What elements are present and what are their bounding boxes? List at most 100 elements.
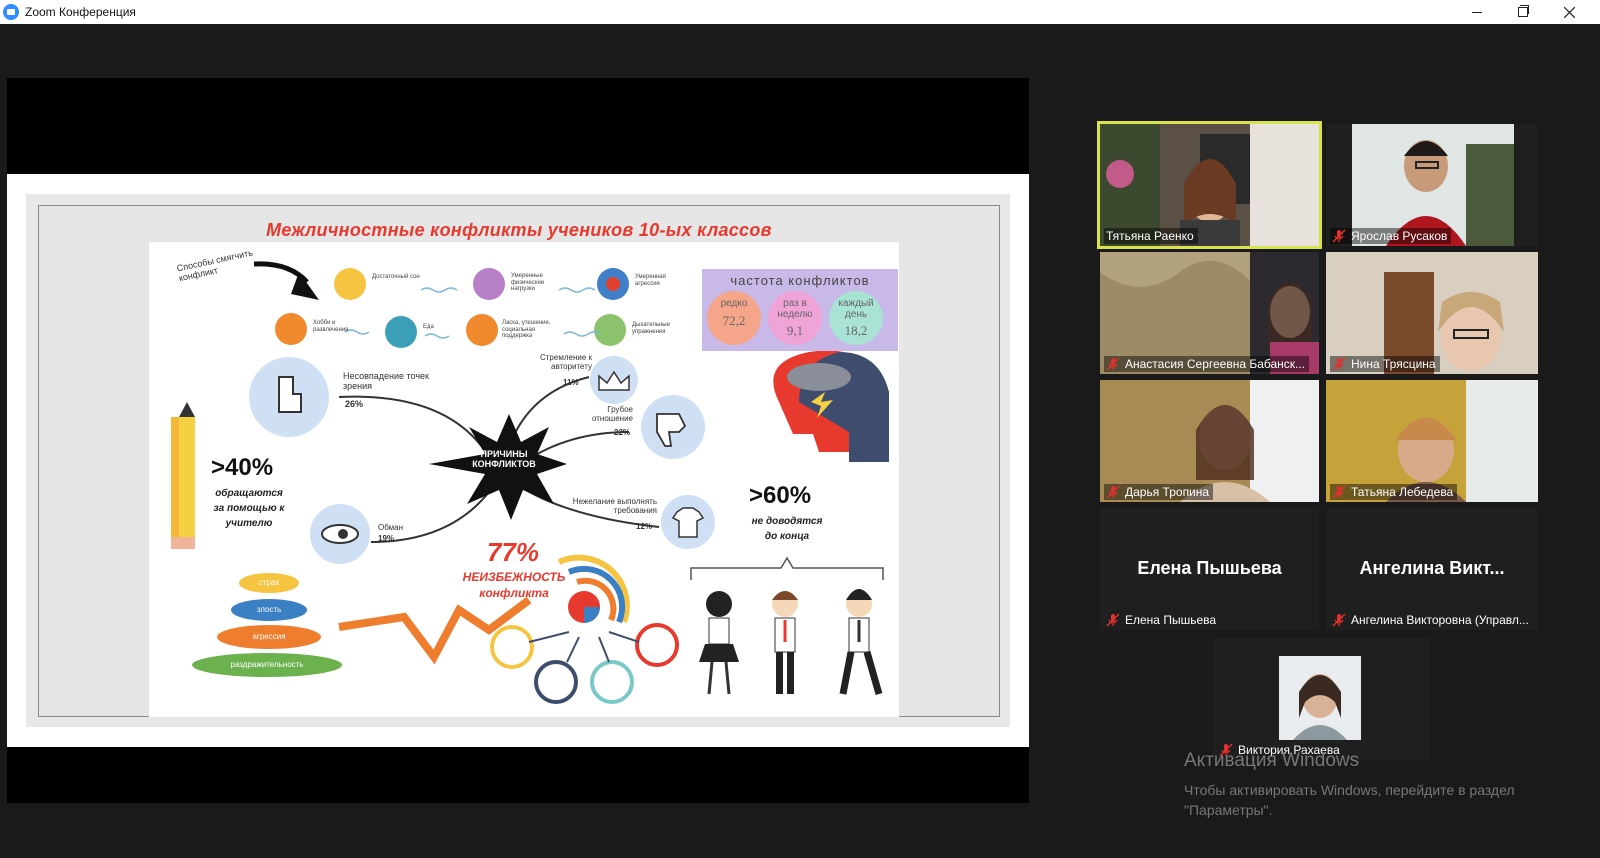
zigzag-line [338, 596, 532, 665]
cause-label: Стремление к авторитету [539, 353, 592, 371]
participant-tile[interactable]: Виктория Рахаева [1213, 638, 1429, 760]
frequency-value: 72,2 [722, 312, 746, 328]
participant-name: Татьяна Лебедева [1351, 485, 1454, 499]
food-icon [385, 316, 417, 348]
sleep-icon [334, 268, 366, 300]
restore-button[interactable] [1500, 0, 1546, 24]
frequency-title: частота конфликтов [730, 273, 870, 288]
participant-name: Тятьяна Раенко [1106, 229, 1194, 243]
video-feed [1100, 252, 1319, 374]
stat-right-caption: не доводятся до конца [751, 516, 823, 542]
stat-right-value: >60% [749, 482, 812, 509]
cause-pct: 19% [378, 534, 395, 543]
stat-center-value: 77% [487, 537, 540, 567]
video-feed [1100, 124, 1319, 246]
infographic: Способы смягчить конфликт Достаточный со… [149, 242, 899, 717]
emotion-fear [239, 573, 299, 593]
breathing-icon [594, 314, 626, 346]
students-illustration [699, 589, 883, 695]
video-feed [1100, 380, 1319, 502]
mic-muted-icon [1332, 613, 1346, 627]
ring-icon [534, 660, 578, 704]
frequency-label: редко [720, 298, 748, 309]
frequency-value: 9,1 [786, 323, 804, 338]
frequency-value: 18,2 [844, 323, 868, 338]
participant-tile[interactable]: Ярослав Русаков [1326, 124, 1538, 246]
participant-display-name: Елена Пышьева [1137, 558, 1282, 578]
ring-icon [635, 623, 679, 667]
windows-activation-title: Активация Windows [1184, 750, 1360, 771]
participant-display-name: Ангелина Викт... [1359, 558, 1505, 578]
participant-tile[interactable]: Ангелина Викт... Ангелина Викторовна (Уп… [1326, 508, 1538, 630]
video-feed [1352, 124, 1514, 246]
participant-tile[interactable]: Дарья Тропина [1100, 380, 1319, 502]
infographic-graphics [171, 261, 889, 704]
way-label: Хобби и развлечения [313, 320, 349, 333]
cause-label: Нежелание выполнять требования [572, 497, 657, 515]
frequency-item: раз в неделю 9,1 [768, 291, 822, 345]
slide-title: Межличностные конфликты учеников 10-ых к… [266, 220, 772, 240]
emotion-irritability [192, 653, 342, 677]
participant-name: Елена Пышьева [1125, 613, 1217, 627]
participant-name: Виктория Рахаева [1238, 743, 1340, 757]
way-label: Ласка, утешение, социальная поддержка [502, 320, 551, 340]
mic-muted-icon [1332, 357, 1346, 371]
stat-left-caption: обращаются за помощью к учителю [213, 488, 285, 529]
mic-muted-icon [1219, 743, 1233, 757]
participant-tile[interactable]: Нина Трясцина [1326, 252, 1538, 374]
active-speaker-highlight [1097, 121, 1322, 249]
stat-left-value: >40% [211, 454, 274, 481]
stat-center-caption: НЕИЗБЕЖНОСТЬ конфликта [462, 570, 566, 600]
emotion-aggression [217, 625, 321, 649]
emotion-label: страх [258, 578, 280, 587]
participant-tile[interactable]: Татьяна Лебедева [1326, 380, 1538, 502]
mic-muted-icon [1106, 485, 1120, 499]
close-icon [1563, 6, 1575, 18]
video-feed [1326, 252, 1538, 374]
participant-name: Ангелина Викторовна (Управл... [1351, 613, 1529, 627]
frequency-panel: частота конфликтов редко 72,2 раз в неде… [702, 269, 898, 351]
hobby-icon [275, 313, 307, 345]
participant-tile[interactable]: Елена Пышьева Елена Пышьева [1100, 508, 1319, 630]
slide-frame: Межличностные конфликты учеников 10-ых к… [38, 205, 1000, 717]
video-feed [1326, 380, 1538, 502]
ring-icon [590, 660, 634, 704]
cause-label: Обман [378, 523, 403, 532]
window-title: Zoom Конференция [25, 5, 136, 19]
frequency-label: каждый день [838, 298, 874, 320]
participant-name: Анастасия Сергеевна Бабанск... [1125, 357, 1306, 371]
cause-pct: 12% [636, 522, 653, 531]
cause-pct: 22% [614, 428, 631, 437]
window-titlebar: Zoom Конференция [0, 0, 1600, 24]
close-button[interactable] [1546, 0, 1592, 24]
way-label: Умеренная агрессия [635, 274, 666, 287]
causes-splash-icon [429, 414, 567, 520]
way-label: Еда [423, 324, 434, 330]
windows-activation-line: Чтобы активировать Windows, перейдите в … [1184, 782, 1515, 798]
cause-pct: 26% [345, 399, 364, 409]
participant-tile[interactable]: Анастасия Сергеевна Бабанск... [1100, 252, 1319, 374]
exercise-icon [473, 268, 505, 300]
causes-center-label: ПРИЧИНЫ КОНФЛИКТОВ [472, 449, 536, 469]
frequency-item: каждый день 18,2 [829, 291, 883, 345]
way-label: Умеренные физические нагрузки [511, 273, 545, 293]
participant-name: Дарья Тропина [1125, 485, 1210, 499]
participant-name: Ярослав Русаков [1351, 229, 1448, 243]
restore-icon [1518, 5, 1529, 17]
way-label: Дыхательные упражнения [632, 322, 670, 335]
frequency-label: раз в неделю [777, 298, 813, 320]
minimize-icon [1472, 11, 1482, 13]
emotion-label: раздражительность [230, 660, 304, 669]
emotion-label: агрессия [252, 632, 286, 641]
mic-muted-icon [1332, 485, 1346, 499]
cause-label: Несовпадение точек зрения [343, 371, 429, 391]
mic-muted-icon [1332, 229, 1346, 243]
presentation-slide: Межличностные конфликты учеников 10-ых к… [7, 174, 1029, 747]
minimize-button[interactable] [1454, 0, 1500, 24]
participant-tile[interactable]: Тятьяна Раенко [1100, 124, 1319, 246]
mic-muted-icon [1106, 613, 1120, 627]
cause-pct: 11% [563, 378, 579, 387]
emotion-anger [231, 599, 307, 621]
emotion-label: злость [256, 605, 282, 614]
support-icon [466, 314, 498, 346]
